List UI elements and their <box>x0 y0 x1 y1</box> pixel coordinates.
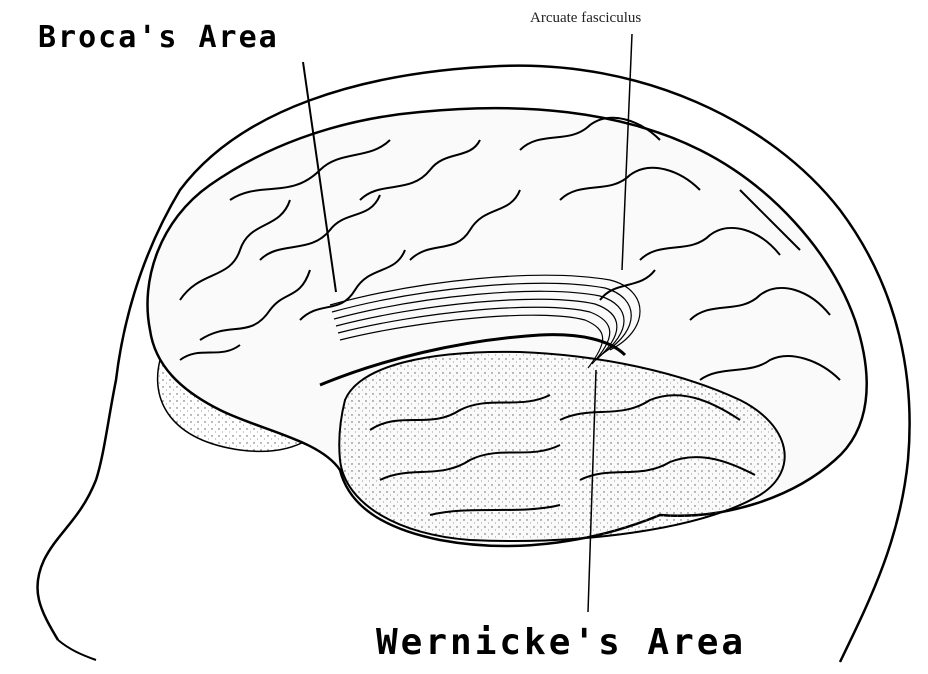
nose-chin-outline <box>58 640 96 660</box>
arcuate-fasciculus-label: Arcuate fasciculus <box>530 10 641 27</box>
broca-area-label: Broca's Area <box>38 20 279 55</box>
wernicke-area-label: Wernicke's Area <box>376 622 746 663</box>
